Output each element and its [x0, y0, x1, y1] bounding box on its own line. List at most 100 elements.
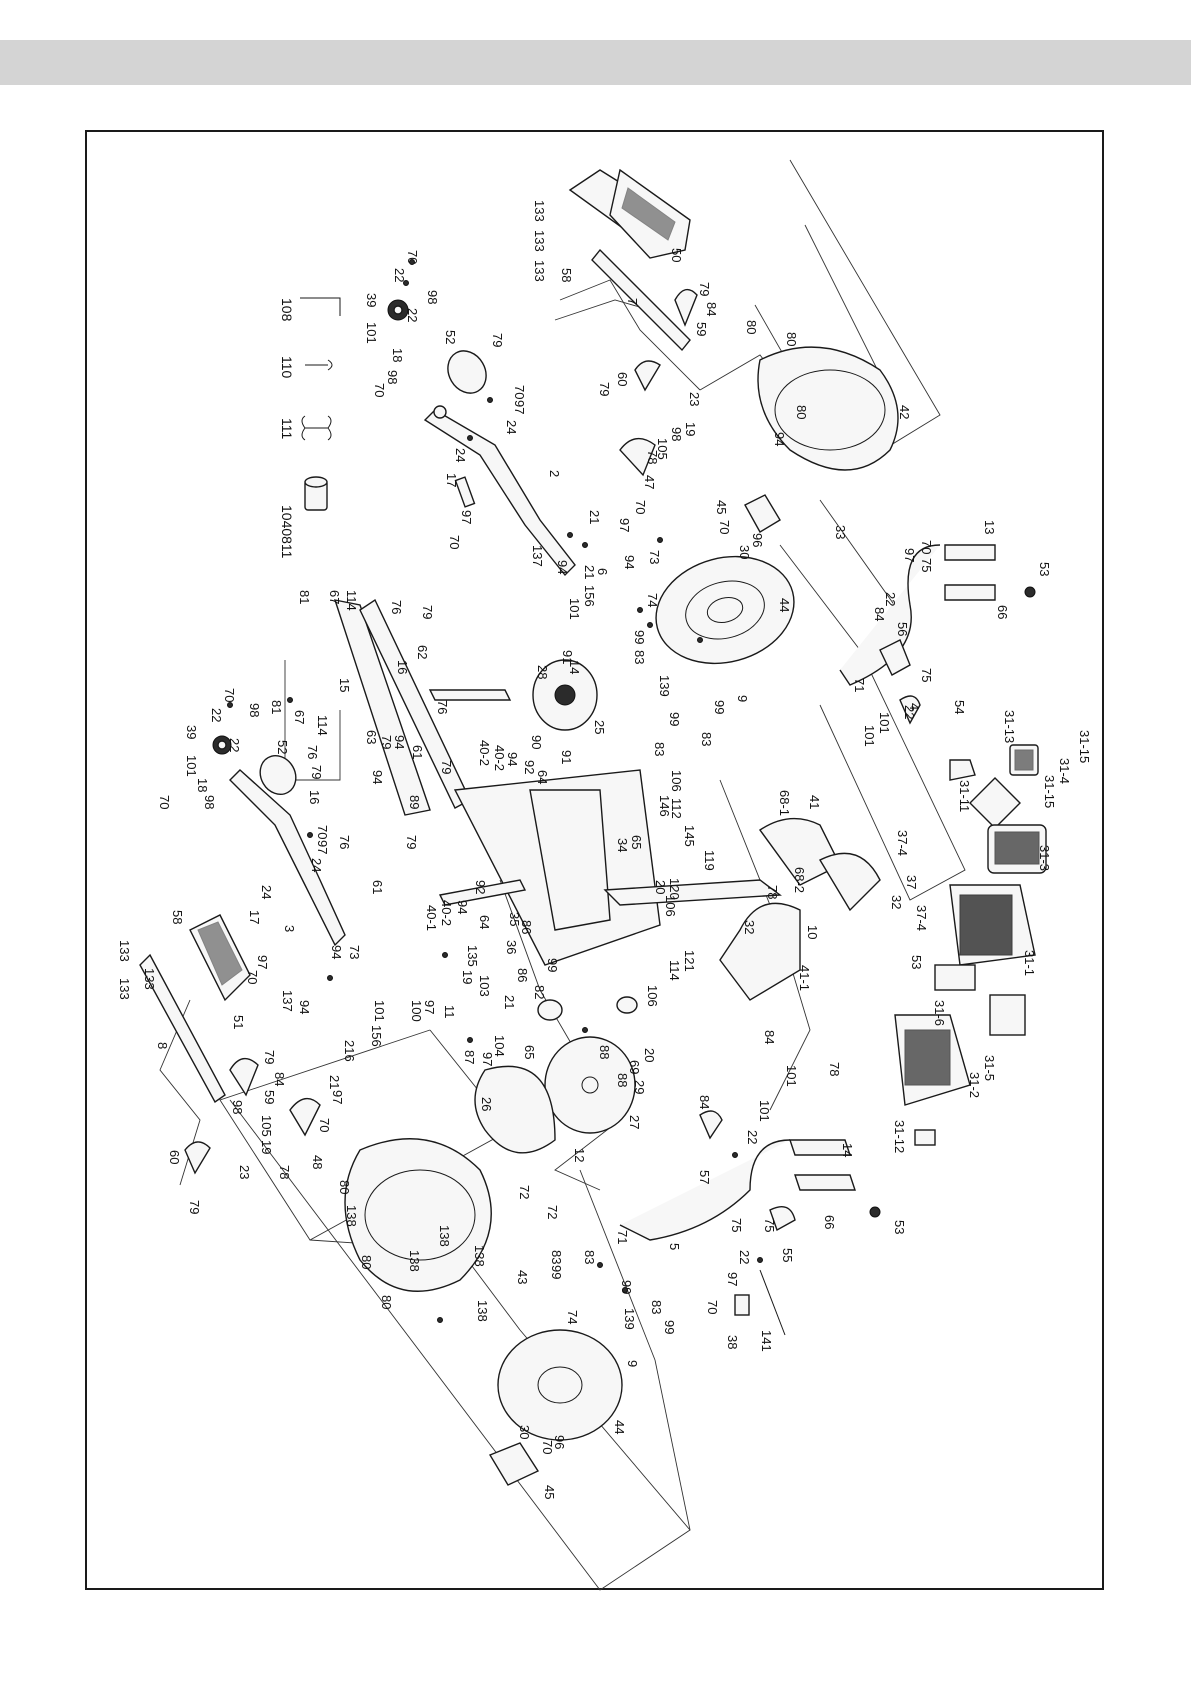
callout: 100 — [409, 1000, 424, 1022]
callout: 88 — [597, 1045, 612, 1059]
callout: 86 — [519, 920, 534, 934]
callout: 40-2 — [439, 900, 454, 926]
callout: 19 — [683, 422, 698, 436]
callout: 84 — [272, 1072, 287, 1086]
callout: 22 — [227, 738, 242, 752]
callout: 42 — [897, 405, 912, 419]
callout: 30 — [737, 545, 752, 559]
callout: 106 — [669, 770, 684, 792]
right-shroud-assembly — [757, 346, 899, 471]
callout: 96 — [552, 1435, 567, 1449]
callout: 82 — [532, 985, 547, 999]
callout: 81 — [297, 590, 312, 604]
callout: 30 — [517, 1425, 532, 1439]
callout: 76 — [337, 835, 352, 849]
callout: 75 — [762, 1218, 777, 1232]
callout: 119 — [702, 850, 717, 871]
tool-label: 1040811 — [279, 505, 295, 559]
callout: 88 — [615, 1073, 630, 1087]
callout: 64 — [477, 915, 492, 929]
callout: 83 — [582, 1250, 597, 1264]
callout: 52 — [275, 740, 290, 754]
callout: 63 — [364, 730, 379, 744]
callout: 94 — [622, 555, 637, 569]
console-assembly — [894, 744, 1047, 1146]
callout: 80 — [794, 405, 809, 419]
callout: 62 — [415, 645, 430, 659]
callout: 51 — [231, 1015, 246, 1029]
callout: 48 — [310, 1155, 325, 1169]
callout: 70 — [405, 250, 420, 264]
callout: 84 — [872, 607, 887, 621]
callout: 74 — [645, 593, 660, 607]
callout: 133 — [532, 260, 547, 282]
callout: 70 — [222, 688, 237, 702]
callout: 40-2 — [492, 745, 507, 771]
callout: 59 — [262, 1090, 277, 1104]
callout: 98 — [247, 703, 262, 717]
callout: 94 — [370, 770, 385, 784]
callout: 53 — [1037, 562, 1052, 576]
callout: 98 — [385, 370, 400, 384]
callout: 94 — [455, 900, 470, 914]
callout: 80 — [379, 1295, 394, 1309]
callout: 70 — [540, 1440, 555, 1454]
callout: 94 — [772, 432, 787, 446]
callout: 99 — [712, 700, 727, 714]
callout: 71 — [852, 678, 867, 692]
callout: 18 — [390, 348, 405, 362]
callout: 79 — [379, 735, 394, 749]
callout: 22 — [209, 708, 224, 722]
callout: 64 — [535, 770, 550, 784]
callout: 20 — [642, 1048, 657, 1062]
callout: 97 — [315, 840, 330, 854]
callout: 60 — [167, 1150, 182, 1164]
callout: 137 — [530, 545, 545, 567]
callout: 67 — [327, 590, 342, 604]
callout: 87 — [462, 1050, 477, 1064]
callout: 54 — [952, 700, 967, 714]
callout: 74 — [565, 1310, 580, 1324]
callout: 21 — [502, 995, 517, 1009]
callout: 98 — [202, 795, 217, 809]
callout: 32 — [742, 920, 757, 934]
callout: 78 — [277, 1165, 292, 1179]
callout: 112 — [669, 798, 684, 819]
callout: 50 — [669, 248, 684, 262]
callout: 21 — [582, 565, 597, 579]
callout: 61 — [370, 880, 385, 894]
callout: 70 — [705, 1300, 720, 1314]
callout: 5 — [667, 1243, 682, 1250]
callout: 70 — [315, 825, 330, 839]
callout: 4 — [907, 703, 922, 710]
callout: 61 — [410, 745, 425, 759]
callout: 38 — [725, 1335, 740, 1349]
callout: 97 — [330, 1090, 345, 1104]
callout: 141 — [759, 1330, 774, 1352]
callout: 73 — [347, 945, 362, 959]
callout: 106 — [645, 985, 660, 1007]
callout: 69 — [627, 1060, 642, 1074]
callouts: 70 22 98 39 101 22 18 98 70 52 79 70 97 … — [117, 200, 1092, 1499]
callout: 94 — [392, 735, 407, 749]
callout: 22 — [883, 592, 898, 606]
callout: 96 — [750, 533, 765, 547]
socket-icon — [304, 476, 328, 511]
hex-wrench-icon — [305, 359, 333, 371]
callout: 15 — [337, 678, 352, 692]
left-shroud-assembly — [344, 1138, 623, 1486]
callout: 114 — [315, 715, 330, 736]
callout: 78 — [765, 885, 780, 899]
callout: 9 — [735, 695, 750, 702]
callout: 138 — [437, 1225, 452, 1247]
callout: 114 — [344, 590, 359, 611]
callout: 114 — [667, 960, 682, 981]
callout: 94 — [297, 1000, 312, 1014]
callout: 105 — [655, 438, 670, 460]
callout: 72 — [545, 1205, 560, 1219]
callout: 79 — [404, 835, 419, 849]
callout: 56 — [895, 622, 910, 636]
callout: 79 — [420, 605, 435, 619]
right-flywheel-cover — [655, 494, 795, 665]
double-wrench-icon — [301, 415, 332, 441]
